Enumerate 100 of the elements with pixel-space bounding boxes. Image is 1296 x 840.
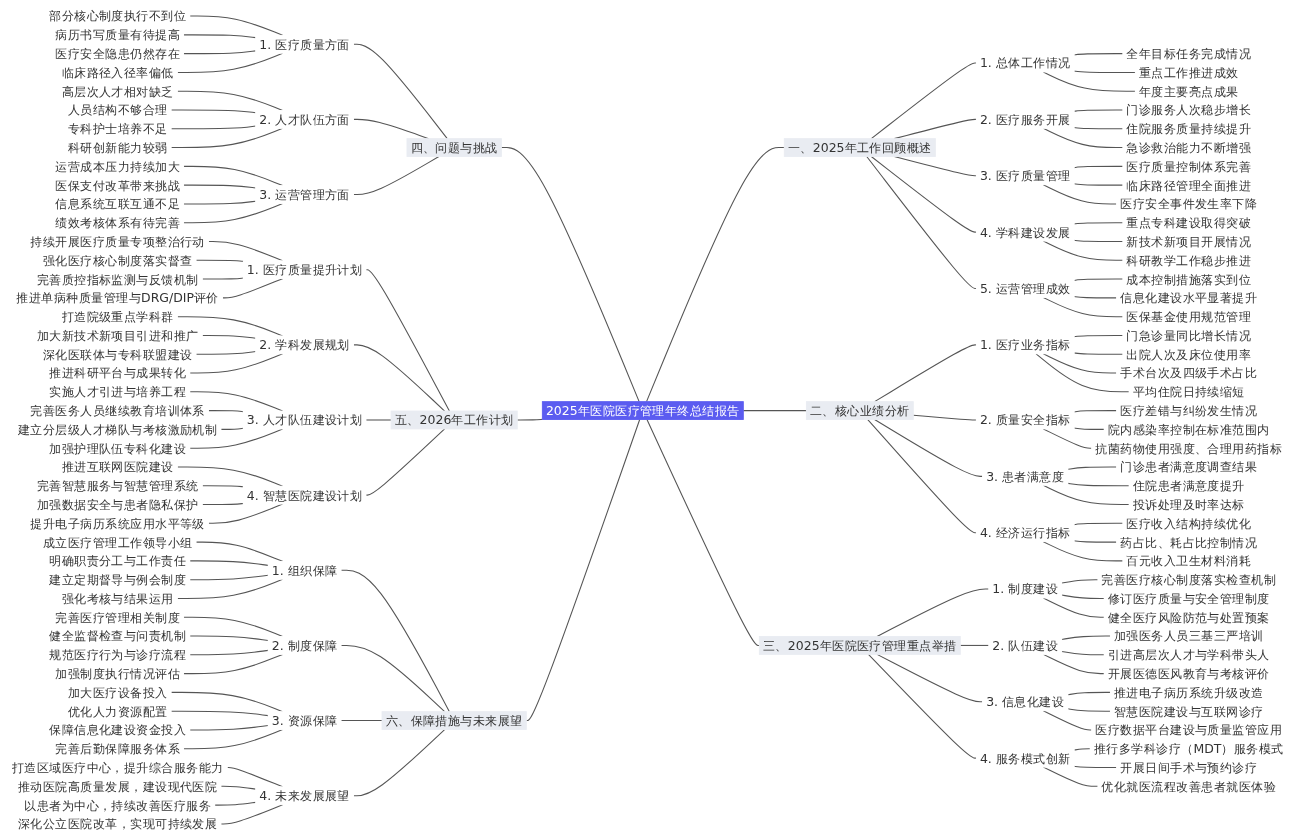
node-text: 加大医疗设备投入 [68, 685, 168, 700]
node-text: 4. 智慧医院建设计划 [247, 487, 363, 503]
node-text: 修订医疗质量与安全管理制度 [1107, 591, 1271, 606]
connector [1067, 708, 1112, 712]
connector [202, 277, 245, 280]
node-box: 三、2025年医院医疗管理重点举措 [759, 636, 961, 655]
node-text: 门诊服务人次稳步增长 [1126, 102, 1252, 118]
connector [1073, 278, 1124, 281]
node-text: 健全医疗风险防范与处置预案 [1107, 610, 1271, 625]
connector [1043, 766, 1099, 787]
node-text: 运营成本压力持续加大 [55, 159, 181, 174]
connector [340, 569, 451, 713]
connector [189, 649, 269, 656]
connector [170, 710, 269, 717]
node-text: 信息化建设水平显著提升 [1120, 290, 1258, 305]
connector [1073, 352, 1124, 355]
node-text: 深化公立医院改革，实现可持续发展 [18, 816, 218, 831]
connector [340, 644, 446, 713]
node-text: 2. 队伍建设 [992, 638, 1059, 653]
node-text: 4. 未来发展展望 [259, 788, 351, 803]
node-text: 持续开展医疗质量专项整治行动 [30, 234, 206, 249]
node-text: 手术台次及四级手术占比 [1120, 365, 1258, 381]
connector [183, 200, 257, 205]
node-text: 住院患者满意度提升 [1132, 478, 1246, 493]
connector [1073, 296, 1118, 299]
connector [1073, 334, 1124, 338]
connector [222, 278, 284, 299]
node-text: 强化考核与结果运用 [61, 591, 175, 606]
node-text: 3. 患者满意度 [986, 469, 1065, 484]
connector [353, 344, 446, 412]
node-text: 加强制度执行情况评估 [55, 666, 181, 681]
connector [1073, 540, 1118, 543]
connector [1043, 240, 1124, 261]
connector [189, 635, 269, 642]
connector [1043, 428, 1093, 449]
connector [867, 419, 978, 534]
node-text: 年度主要亮点成果 [1139, 84, 1239, 99]
connector [960, 644, 990, 646]
node-text: 1. 制度建设 [992, 581, 1059, 597]
connector [743, 410, 808, 412]
node-text: 病历书写质量有待提高 [55, 27, 181, 42]
node-text: 3. 资源保障 [272, 713, 338, 728]
node-text: 人员结构不够合理 [68, 102, 168, 118]
node-text: 明确职责分工与工作责任 [49, 553, 187, 568]
connector [526, 419, 641, 722]
node-text: 2. 制度保障 [272, 638, 338, 653]
connector [195, 259, 245, 262]
connector [1043, 184, 1118, 205]
node-text: 2. 质量安全指标 [980, 412, 1071, 428]
node-box: 一、2025年工作回顾概述 [784, 138, 937, 157]
connector [1073, 522, 1124, 526]
node-text: 出院人次及床位使用率 [1126, 347, 1252, 362]
node-text: 规范医疗行为与诊疗流程 [49, 647, 187, 662]
node-text: 加强医务人员三基三严培训 [1114, 628, 1264, 644]
connector [1043, 353, 1118, 374]
connector [871, 62, 978, 140]
node-text: 4. 服务模式创新 [980, 750, 1071, 766]
node-text: 实施人才引进与培养工程 [49, 384, 187, 399]
node-text: 门诊患者满意度调查结果 [1120, 459, 1258, 475]
node-text: 推动医院高质量发展，建设现代医院 [18, 779, 218, 794]
connector [365, 269, 451, 412]
node-text: 以患者为中心，持续改善医疗服务 [24, 797, 212, 813]
connector [1073, 765, 1118, 769]
connector [876, 588, 990, 638]
connector [876, 653, 984, 703]
node-text: 2. 人才队伍方面 [259, 112, 351, 127]
connector [214, 801, 257, 806]
node-text: 医疗安全隐患仍然存在 [55, 46, 181, 61]
node-text: 1. 组织保障 [272, 563, 338, 578]
connector [365, 419, 392, 421]
connector [195, 541, 284, 562]
node-text: 急诊救治能力不断增强 [1126, 140, 1252, 155]
node-text: 医疗差错与纠纷发生情况 [1120, 403, 1258, 418]
connector [365, 428, 446, 496]
node-text: 1. 医疗业务指标 [980, 337, 1071, 352]
connector [208, 410, 245, 413]
node-text: 新技术新项目开展情况 [1126, 234, 1252, 249]
connector [1043, 653, 1105, 675]
node-text: 推进电子病历系统升级改造 [1114, 685, 1264, 700]
connector [1043, 541, 1124, 562]
connector [1073, 53, 1124, 56]
node-text: 科研教学工作稳步推进 [1126, 253, 1252, 268]
node-text: 院内感染率控制在标准范围内 [1107, 422, 1271, 437]
connector [202, 485, 245, 488]
node-text: 开展医德医风教育与考核评价 [1107, 666, 1271, 681]
node-text: 科研创新能力较弱 [68, 140, 168, 155]
node-text: 建立定期督导与例会制度 [49, 572, 187, 587]
connector [1061, 650, 1105, 656]
connector [189, 560, 269, 566]
connector [177, 466, 284, 487]
connector [183, 184, 257, 189]
node-text: 推进互联网医院建设 [61, 459, 175, 475]
node-text: 专科护士培养不足 [68, 121, 168, 136]
node-text: 医保支付改革带来挑战 [55, 177, 181, 193]
node-text: 优化就医流程改善患者就医体验 [1101, 779, 1277, 794]
connector [1067, 691, 1112, 696]
node-text: 1. 医疗质量提升计划 [247, 262, 363, 277]
connector [353, 729, 446, 797]
connector [1043, 597, 1105, 618]
connector [353, 156, 440, 196]
